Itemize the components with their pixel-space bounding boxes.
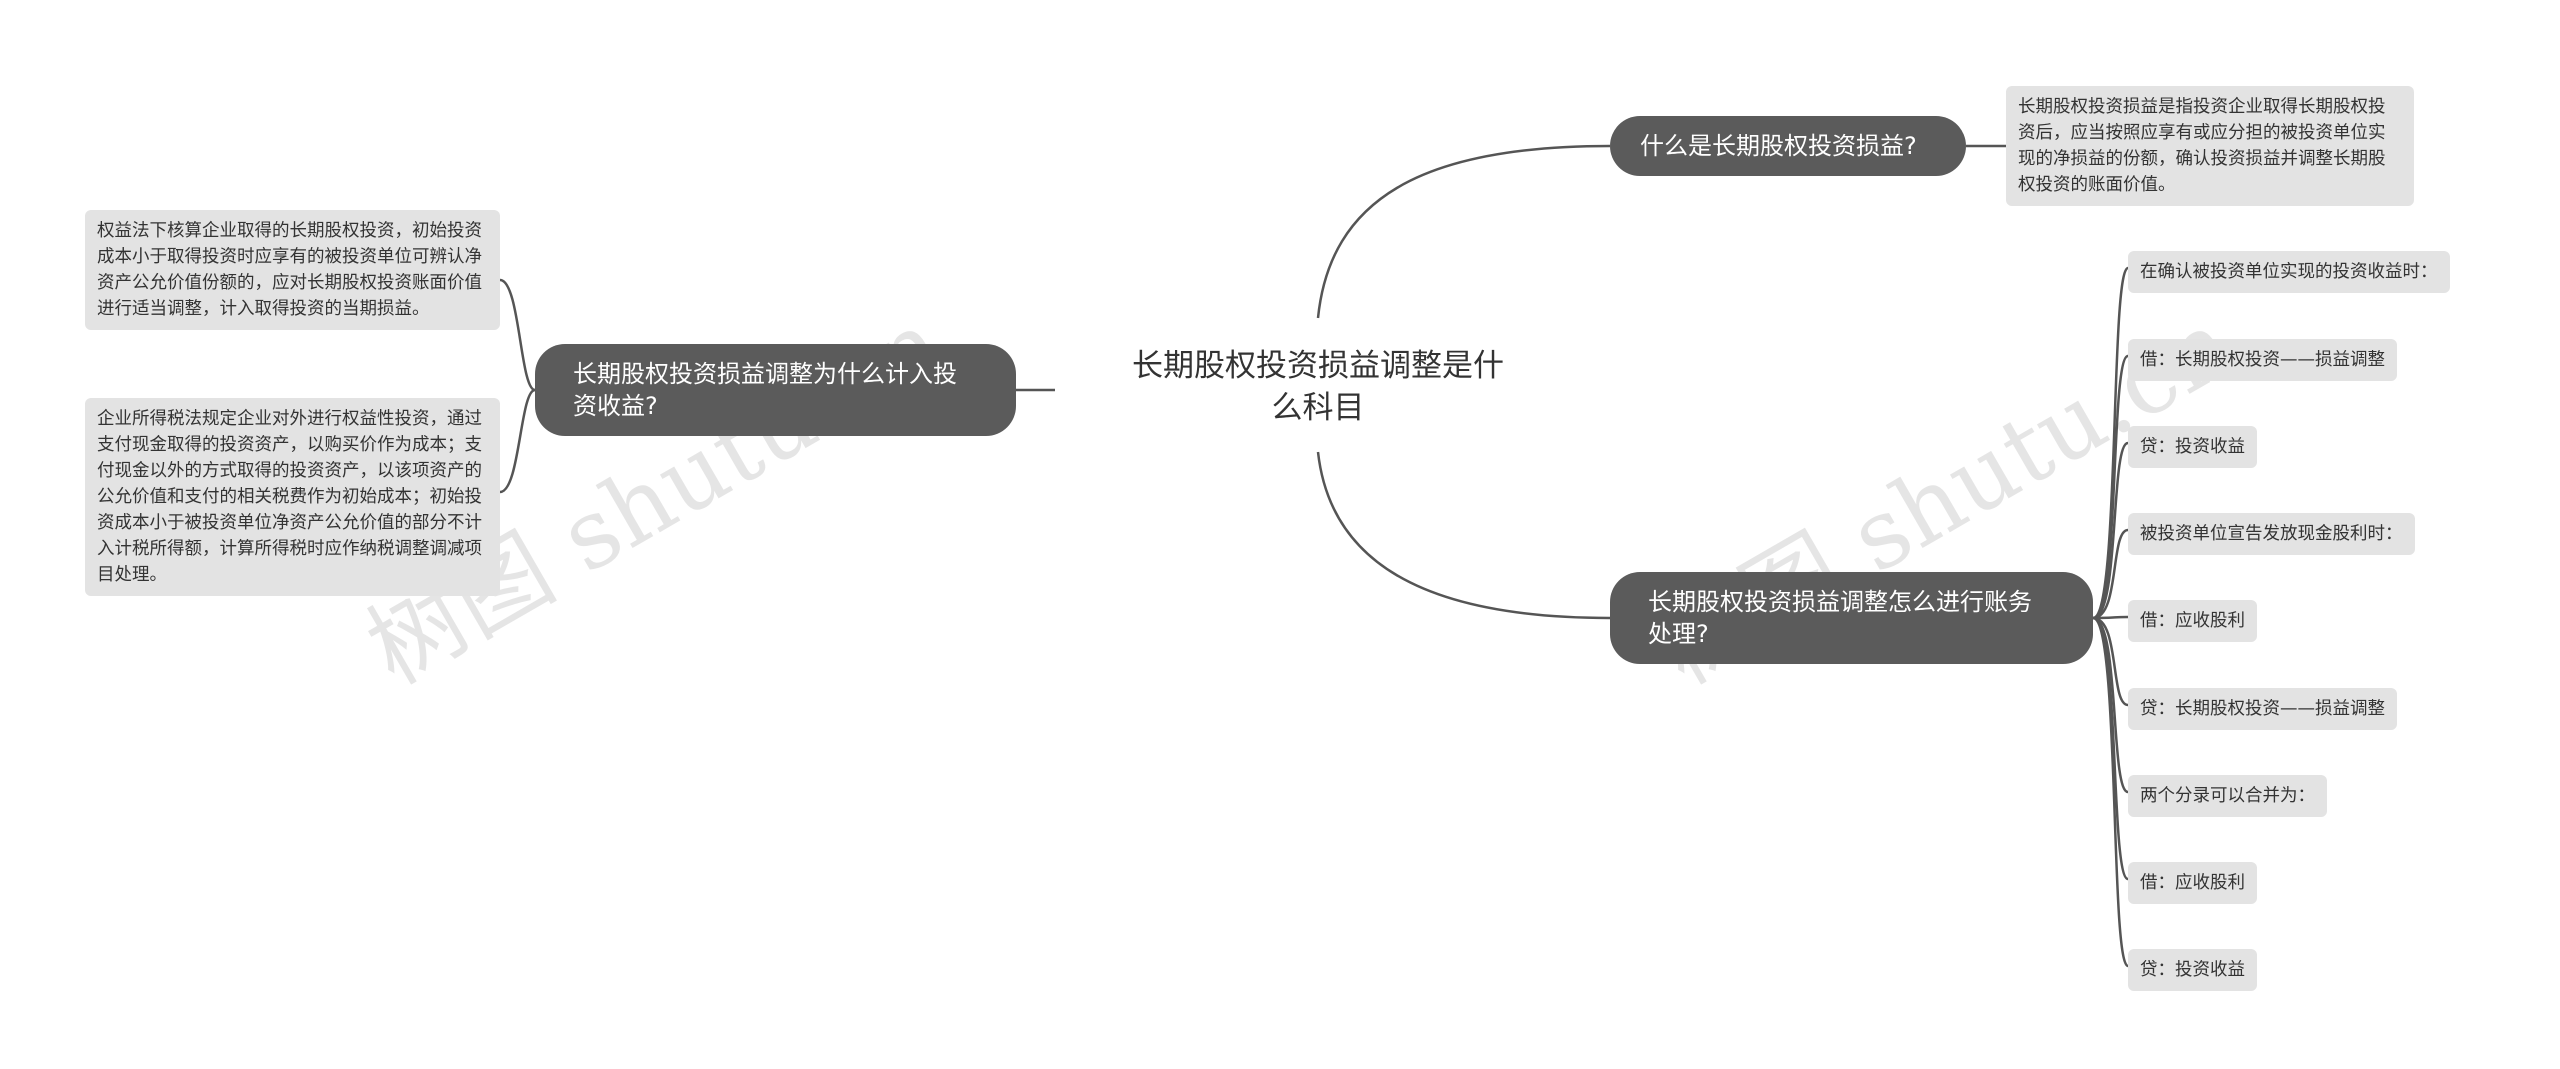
link-acc-leaf6	[2092, 616, 2129, 707]
leaf-acc-9[interactable]: 贷：投资收益	[2128, 949, 2257, 991]
branch-income[interactable]: 长期股权投资损益调整为什么计入投资收益?	[535, 344, 1016, 436]
leaf-acc-1[interactable]: 在确认被投资单位实现的投资收益时：	[2128, 251, 2450, 293]
branch-accounting[interactable]: 长期股权投资损益调整怎么进行账务处理?	[1610, 572, 2093, 664]
branch-what[interactable]: 什么是长期股权投资损益?	[1610, 116, 1966, 176]
link-income-leaf2	[499, 388, 536, 494]
link-acc-leaf1	[2092, 266, 2130, 620]
link-root-accounting	[1316, 451, 1611, 620]
leaf-acc-4[interactable]: 被投资单位宣告发放现金股利时：	[2128, 513, 2415, 555]
leaf-acc-5[interactable]: 借：应收股利	[2128, 600, 2257, 642]
link-root-what	[1316, 144, 1611, 319]
root-node[interactable]: 长期股权投资损益调整是什么科目	[1118, 345, 1518, 429]
leaf-acc-6[interactable]: 贷：长期股权投资——损益调整	[2128, 688, 2397, 730]
leaf-acc-7[interactable]: 两个分录可以合并为：	[2128, 775, 2327, 817]
leaf-acc-3[interactable]: 贷：投资收益	[2128, 426, 2257, 468]
leaf-income-tax-law[interactable]: 企业所得税法规定企业对外进行权益性投资，通过支付现金取得的投资资产，以购买价作为…	[85, 398, 500, 596]
leaf-income-equity-method[interactable]: 权益法下核算企业取得的长期股权投资，初始投资成本小于取得投资时应享有的被投资单位…	[85, 210, 500, 330]
link-income-leaf1	[499, 278, 536, 392]
link-acc-leaf2	[2092, 354, 2130, 620]
link-acc-leaf5	[2092, 615, 2129, 620]
link-acc-leaf3	[2092, 441, 2129, 620]
leaf-what-definition[interactable]: 长期股权投资损益是指投资企业取得长期股权投资后，应当按照应享有或应分担的被投资单…	[2006, 86, 2414, 206]
leaf-acc-2[interactable]: 借：长期股权投资——损益调整	[2128, 339, 2397, 381]
link-acc-leaf4	[2092, 528, 2129, 620]
link-acc-leaf7	[2092, 616, 2129, 794]
link-acc-leaf9	[2092, 616, 2130, 968]
leaf-acc-8[interactable]: 借：应收股利	[2128, 862, 2257, 904]
